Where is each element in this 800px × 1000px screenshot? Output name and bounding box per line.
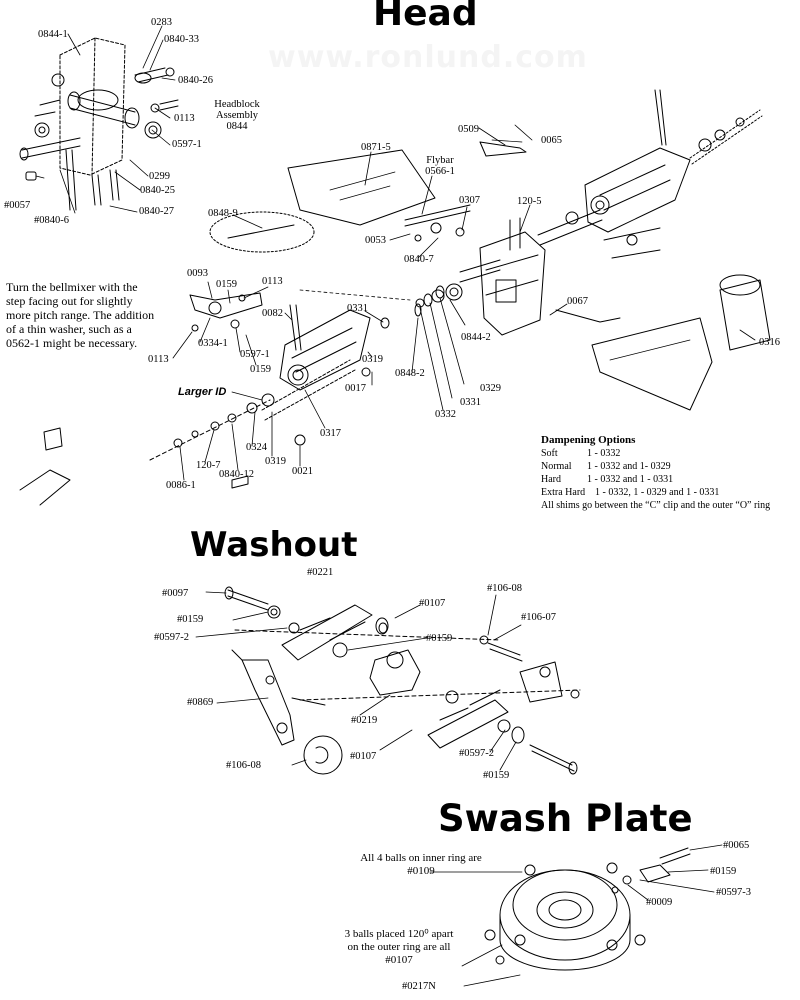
part-label: #0840-6: [34, 215, 69, 226]
part-label: 0509: [458, 124, 479, 135]
bellmixer-drawing: [189, 211, 315, 332]
part-label: 120-7: [196, 460, 221, 471]
part-label: 0283: [151, 17, 172, 28]
small-thumbnails-drawing: [19, 274, 771, 506]
washout-leader-lines: [195, 591, 522, 771]
section-title-swash-plate: Swash Plate: [438, 797, 693, 840]
part-label: 0319: [265, 456, 286, 467]
part-label: 120-5: [517, 196, 542, 207]
part-label: 0307: [459, 195, 480, 206]
part-label: 0017: [345, 383, 366, 394]
part-label: 0597-1: [172, 139, 202, 150]
part-label: 0113: [262, 276, 283, 287]
part-label: #0097: [162, 588, 189, 599]
part-label: 0159: [250, 364, 271, 375]
flybar-drawing: [404, 204, 471, 242]
part-label: #0107: [419, 598, 446, 609]
part-label: 0597-1: [240, 349, 270, 360]
part-label: #0159: [426, 633, 453, 644]
swash-plate-drawing: [484, 847, 691, 971]
blade-and-paddle-drawing: [287, 139, 713, 411]
swash-leader-lines: [429, 844, 723, 987]
part-label: #0159: [177, 614, 204, 625]
part-label: 0065: [541, 135, 562, 146]
part-label: 0331: [347, 303, 368, 314]
dampening-title: Dampening Options: [541, 434, 636, 446]
washout-drawing: [224, 586, 581, 775]
part-label: 0082: [262, 308, 283, 319]
part-label: 0332: [435, 409, 456, 420]
inner-ring-note: All 4 balls on inner ring are #0109: [360, 852, 482, 877]
rotor-head-center-drawing: [415, 209, 621, 336]
dampening-footer: All shims go between the “C” clip and th…: [541, 500, 771, 511]
part-label: 0840-12: [219, 469, 254, 480]
part-label: #0219: [351, 715, 378, 726]
part-label: #0057: [4, 200, 31, 211]
part-label: 0324: [246, 442, 267, 453]
part-label: #0107: [350, 751, 377, 762]
part-label: 0840-26: [178, 75, 213, 86]
part-label: 0159: [216, 279, 237, 290]
part-label: 0299: [149, 171, 170, 182]
part-label: 0848-2: [395, 368, 425, 379]
part-label: 0086-1: [166, 480, 196, 491]
part-label: 0844-2: [461, 332, 491, 343]
part-label: 0840-27: [139, 206, 174, 217]
outer-ring-note: 3 balls placed 120⁰ apart on the outer r…: [344, 928, 454, 966]
part-label: 0053: [365, 235, 386, 246]
part-label: #0597-2: [459, 748, 494, 759]
part-label: 0848-9: [208, 208, 238, 219]
part-label: #0009: [646, 897, 673, 908]
part-label: 0844-1: [38, 29, 68, 40]
part-label: 0317: [320, 428, 341, 439]
headblock-detail: [19, 37, 179, 211]
part-label: 0840-7: [404, 254, 434, 265]
blade-grip-right-drawing: [565, 89, 763, 259]
part-label: #106-07: [521, 612, 556, 623]
part-label: #0597-2: [154, 632, 189, 643]
larger-id-label: Larger ID: [178, 386, 227, 398]
part-label: 0067: [567, 296, 588, 307]
section-title-head: Head: [373, 0, 478, 34]
part-label: #106-08: [487, 583, 522, 594]
part-label: #0597-3: [716, 887, 751, 898]
part-label: #106-08: [226, 760, 261, 771]
part-label: #0217N: [402, 981, 436, 992]
head-leader-lines: [35, 25, 756, 481]
headblock-assembly-label: Headblock Assembly 0844: [214, 99, 260, 132]
part-label: 0093: [187, 268, 208, 279]
bellmixer-note: Turn the bellmixer with the step facing …: [6, 280, 155, 350]
part-label: 0113: [174, 113, 195, 124]
part-label: 0319: [362, 354, 383, 365]
part-label: #0159: [483, 770, 510, 781]
part-label: #0065: [723, 840, 750, 851]
part-label: 0331: [460, 397, 481, 408]
part-label: 0021: [292, 466, 313, 477]
part-label: #0869: [187, 697, 214, 708]
part-label: 0871-5: [361, 142, 391, 153]
part-label: 0840-25: [140, 185, 175, 196]
flybar-label: Flybar 0566-1: [425, 155, 455, 177]
part-label: 0329: [480, 383, 501, 394]
part-label: 0334-1: [198, 338, 228, 349]
part-label: 0113: [148, 354, 169, 365]
section-title-washout: Washout: [190, 525, 358, 565]
watermark: www.ronlund.com: [268, 40, 588, 75]
part-label: #0221: [307, 567, 334, 578]
part-label: #0159: [710, 866, 737, 877]
part-label: 0840-33: [164, 34, 199, 45]
part-label: 0316: [759, 337, 780, 348]
